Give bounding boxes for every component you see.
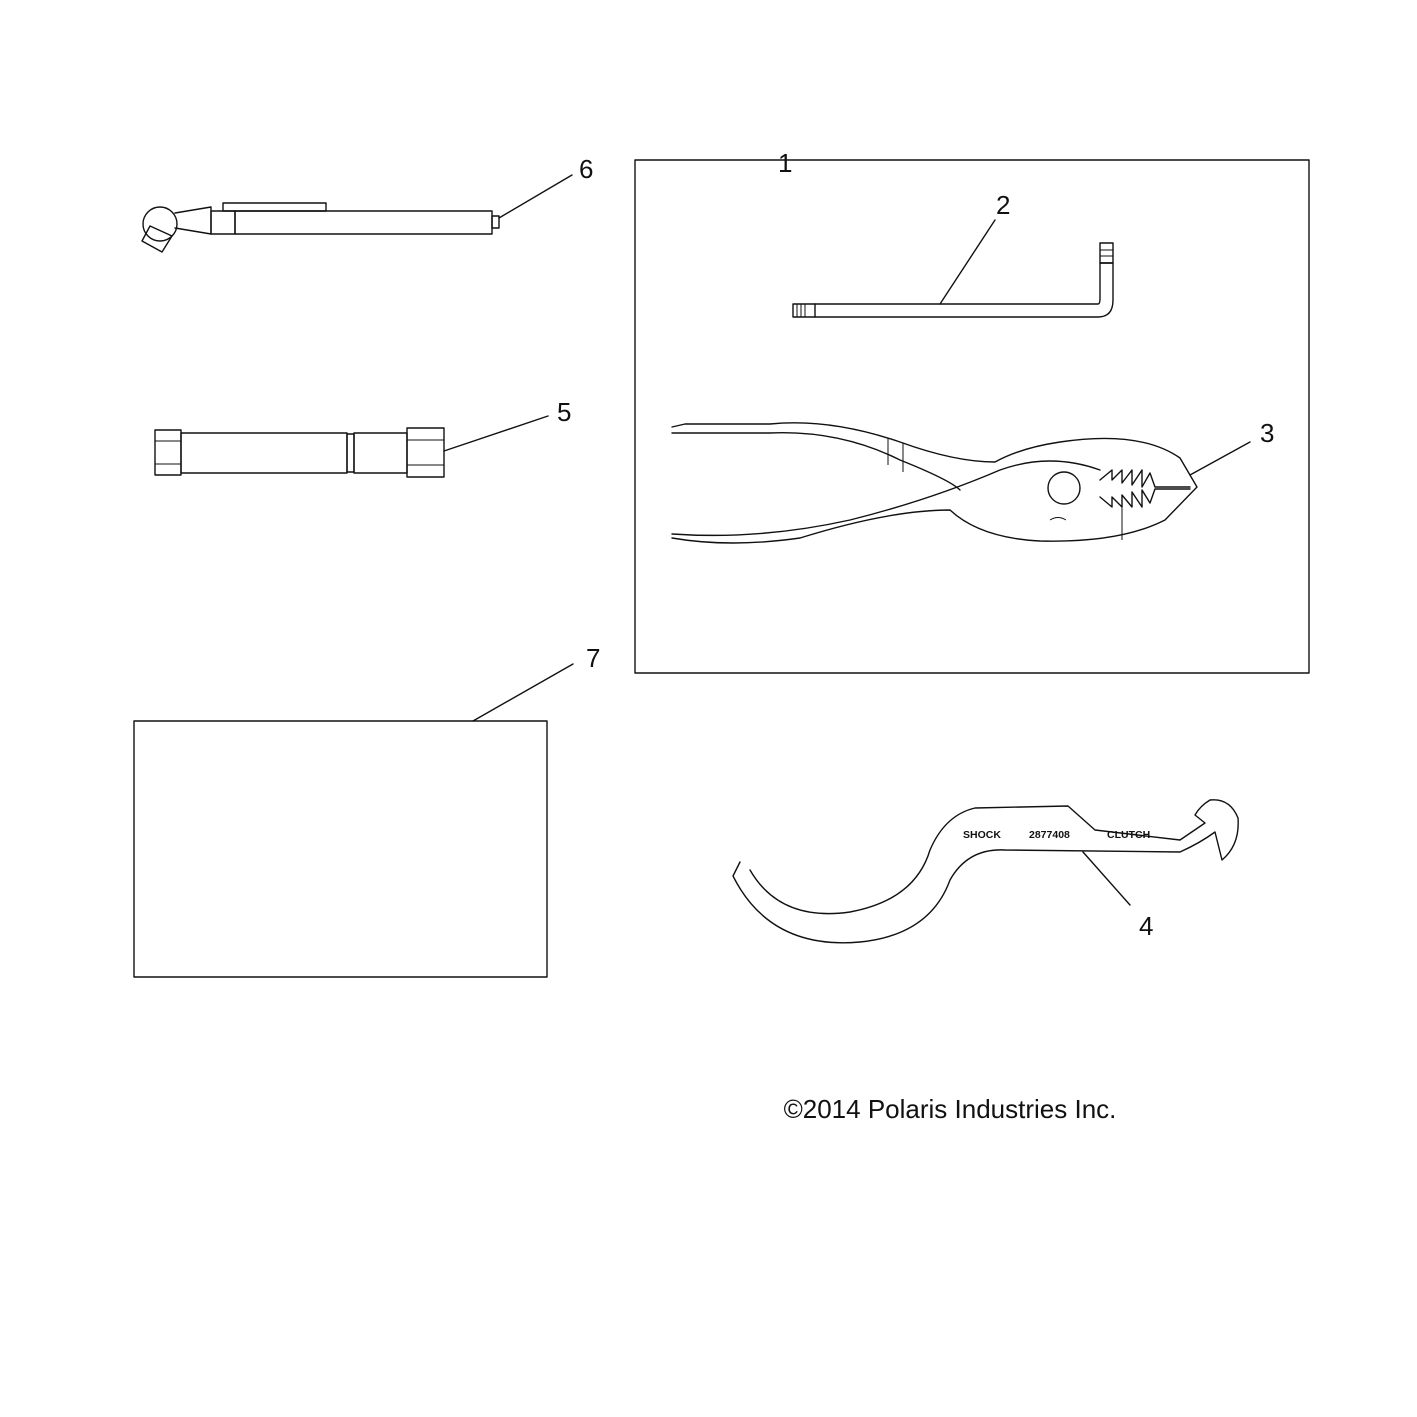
callout-4: 4 <box>1139 911 1153 941</box>
callout-1: 1 <box>778 148 792 178</box>
pliers <box>671 422 1198 544</box>
callout-2: 2 <box>996 190 1010 220</box>
callout-7: 7 <box>586 643 600 673</box>
leader-3 <box>1189 441 1251 476</box>
wrench-shock-label: SHOCK <box>963 829 1001 841</box>
callout-5: 5 <box>557 397 571 427</box>
tire-gauge <box>141 202 500 253</box>
spark-plug-socket <box>154 427 445 478</box>
callout-6: 6 <box>579 154 593 184</box>
spanner-wrench: SHOCK 2877408 CLUTCH <box>732 799 1239 944</box>
manual-card <box>133 720 548 978</box>
wrench-clutch-label: CLUTCH <box>1107 829 1150 841</box>
leader-4 <box>1082 851 1131 906</box>
copyright-notice: ©2014 Polaris Industries Inc. <box>783 1094 1117 1124</box>
leader-6 <box>498 174 573 219</box>
hex-key <box>792 242 1114 318</box>
leader-2 <box>939 219 996 305</box>
leader-5 <box>443 415 549 452</box>
callout-3: 3 <box>1260 418 1274 448</box>
leader-7 <box>472 663 574 722</box>
tool-kit-box <box>634 159 1310 674</box>
wrench-part-number: 2877408 <box>1029 829 1070 841</box>
